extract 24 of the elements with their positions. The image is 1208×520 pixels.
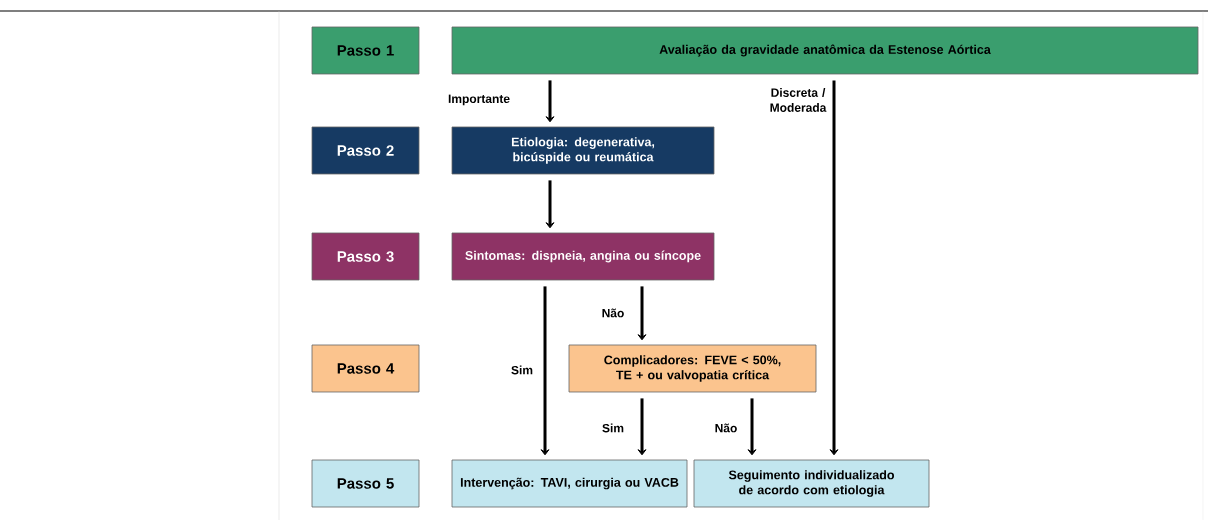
edge-label: Não [602, 308, 624, 318]
step-box: Passo 1 [311, 26, 420, 75]
process-box: Complicadores: FEVE < 50%, TE + ou valvopatia crítica [568, 344, 817, 393]
process-box: Avaliação da gravidade anatômica da Estenose Aórtica [451, 26, 1199, 75]
edge-label: Não [715, 423, 737, 433]
arrow [637, 398, 647, 456]
arrow [545, 80, 555, 123]
edge-label: Sim [602, 423, 624, 433]
arrow [829, 80, 839, 456]
step-box: Passo 2 [311, 126, 420, 175]
step-box: Passo 5 [311, 459, 420, 508]
step-box: Passo 4 [311, 344, 420, 393]
step-box: Passo 3 [311, 232, 420, 281]
edge-label: Sim [511, 365, 533, 375]
edge-label: Discreta / Moderada [770, 88, 827, 112]
process-box: Seguimento individualizado de acordo com etiologia [693, 459, 930, 508]
arrow [747, 398, 757, 456]
process-box: Etiologia: degenerativa, bicúspide ou reumática [451, 126, 715, 175]
edge-label: Importante [448, 94, 510, 106]
arrow [540, 286, 550, 456]
arrow [545, 180, 555, 229]
arrow [637, 286, 647, 341]
process-box: Sintomas: dispneia, angina ou síncope [451, 232, 715, 281]
process-box: Intervenção: TAVI, cirurgia ou VACB [451, 459, 688, 508]
